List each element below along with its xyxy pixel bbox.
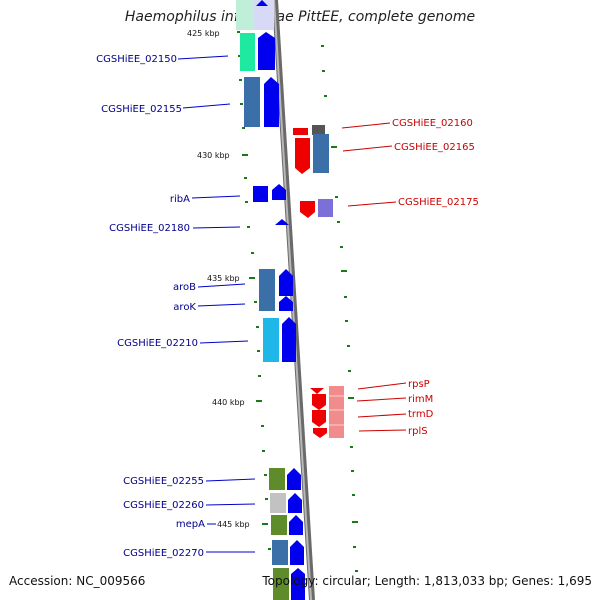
genome-summary: Topology: circular; Length: 1,813,033 bp… [262,574,592,588]
gene-label-arok[interactable]: aroK [173,302,196,313]
gene-label-cgshiee-02155[interactable]: CGSHiEE_02155 [101,104,182,115]
genome-backbone [272,0,315,600]
gene-labels-left: CGSHiEE_02150 CGSHiEE_02155 ribA CGSHiEE… [96,54,205,559]
gene-label-cgshiee-02180[interactable]: CGSHiEE_02180 [109,223,190,234]
gene-label-cgshiee-02270[interactable]: CGSHiEE_02270 [123,548,204,559]
gene-label-rpsp[interactable]: rpsP [408,379,430,390]
gene-label-rimm[interactable]: rimM [408,394,433,405]
gene-label-cgshiee-02210[interactable]: CGSHiEE_02210 [117,338,198,349]
leader-lines-left [177,55,256,553]
kbp-label-430: 430 kbp [197,151,230,160]
kbp-label-425: 425 kbp [187,29,220,38]
gene-label-rpls[interactable]: rplS [408,426,428,437]
gene-features-right [293,125,344,438]
gene-label-cgshiee-02255[interactable]: CGSHiEE_02255 [123,476,204,487]
kbp-label-440: 440 kbp [212,398,245,407]
gene-label-cgshiee-02175[interactable]: CGSHiEE_02175 [398,197,479,208]
map-title: Haemophilus influenzae PittEE, complete … [124,9,476,25]
gene-label-cgshiee-02260[interactable]: CGSHiEE_02260 [123,500,204,511]
leader-lines-right [341,122,407,432]
tick-marks [237,31,358,572]
gene-label-cgshiee-02165[interactable]: CGSHiEE_02165 [394,142,475,153]
gene-label-cgshiee-02150[interactable]: CGSHiEE_02150 [96,54,177,65]
kbp-label-445: 445 kbp [217,520,250,529]
gene-label-trmd[interactable]: trmD [408,409,434,420]
gene-features-left [236,0,305,600]
gene-label-riba[interactable]: ribA [170,194,190,205]
kbp-label-435: 435 kbp [207,274,240,283]
gene-label-cgshiee-02160[interactable]: CGSHiEE_02160 [392,118,473,129]
gene-labels-right: CGSHiEE_02160 CGSHiEE_02165 CGSHiEE_0217… [392,118,479,437]
gene-label-mepa[interactable]: mepA [176,519,205,530]
accession-label: Accession: NC_009566 [9,574,146,588]
gene-label-arob[interactable]: aroB [173,282,196,293]
